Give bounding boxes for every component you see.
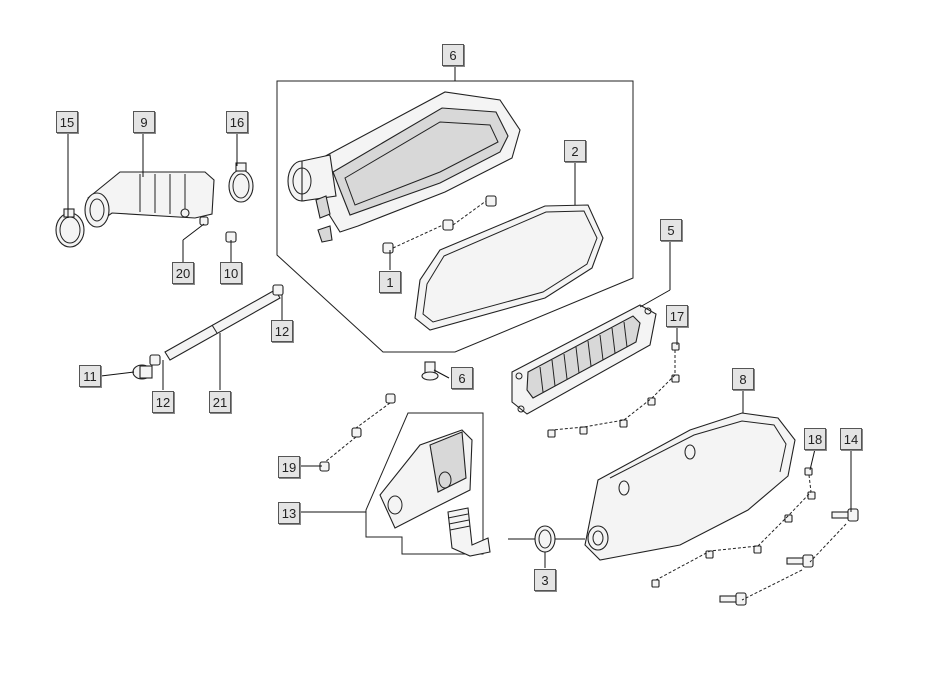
callout-21[interactable]: 21	[209, 391, 231, 413]
callout-20[interactable]: 20	[172, 262, 194, 284]
airbox-cover	[584, 412, 796, 561]
bolt-6	[421, 361, 439, 381]
callout-3[interactable]: 3	[534, 569, 556, 591]
callout-1[interactable]: 1	[379, 271, 401, 293]
bracket	[379, 429, 491, 557]
screw-19-set	[319, 393, 396, 472]
callout-7[interactable]: 6	[442, 44, 464, 66]
callout-8[interactable]: 8	[732, 368, 754, 390]
callout-18[interactable]: 18	[804, 428, 826, 450]
clamp-3	[534, 525, 556, 553]
callout-12-upper[interactable]: 12	[271, 320, 293, 342]
callout-12-lower[interactable]: 12	[152, 391, 174, 413]
callout-15[interactable]: 15	[56, 111, 78, 133]
callout-16[interactable]: 16	[226, 111, 248, 133]
callout-9[interactable]: 9	[133, 111, 155, 133]
callout-6[interactable]: 6	[451, 367, 473, 389]
clamp-15	[55, 208, 85, 248]
airbox-housing	[287, 91, 521, 243]
callout-2[interactable]: 2	[564, 140, 586, 162]
intake-duct	[84, 171, 215, 228]
screw-1-set	[382, 195, 497, 254]
filter-element	[511, 304, 657, 415]
callout-17[interactable]: 17	[666, 305, 688, 327]
callout-13[interactable]: 13	[278, 502, 300, 524]
callout-11[interactable]: 11	[79, 365, 101, 387]
clip-20	[199, 216, 209, 226]
callout-5[interactable]: 5	[660, 219, 682, 241]
drain-plug	[132, 364, 153, 380]
group-box-13	[365, 412, 484, 555]
gasket	[414, 204, 604, 331]
callout-10[interactable]: 10	[220, 262, 242, 284]
drain-hose	[149, 284, 284, 366]
group-box-7	[276, 80, 634, 353]
clamp-16	[228, 162, 254, 203]
callout-14[interactable]: 14	[840, 428, 862, 450]
screw-17-set	[547, 342, 680, 438]
callout-19[interactable]: 19	[278, 456, 300, 478]
bolt-14-set	[719, 508, 859, 606]
